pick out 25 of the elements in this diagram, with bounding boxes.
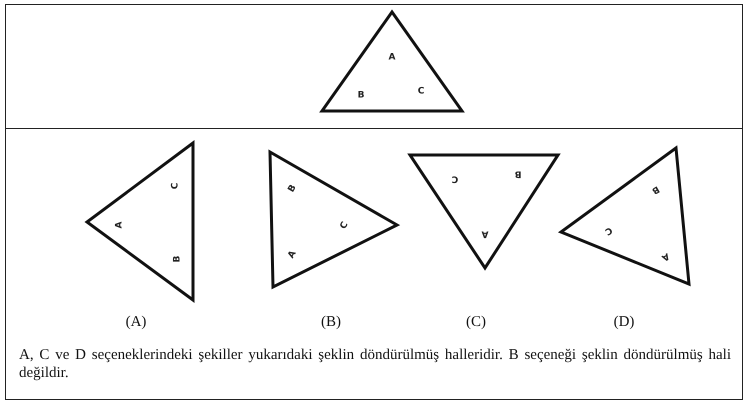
corner-letter: A xyxy=(388,54,396,62)
option-label: (C) xyxy=(466,314,486,331)
corner-letter: C xyxy=(602,224,614,236)
corner-letter: B xyxy=(514,168,522,178)
triangle-shape xyxy=(85,141,195,302)
option-label: (B) xyxy=(321,314,341,331)
corner-letter: C xyxy=(418,88,424,96)
corner-letter: A xyxy=(660,250,670,262)
corner-letter: C xyxy=(339,220,351,232)
corner-letter: A xyxy=(287,250,299,260)
corner-letter: C xyxy=(452,174,458,182)
corner-letter: A xyxy=(116,222,124,228)
triangle-shape xyxy=(320,10,464,113)
explanation-text: A, C ve D seçeneklerindeki şekiller yukarıdaki şeklin döndürülmüş halleridir. B seçeneği şeklin döndürülmüş hali değildir. xyxy=(19,346,731,382)
corner-letter: B xyxy=(174,256,182,262)
triangle-shape xyxy=(559,146,691,286)
corner-letter: B xyxy=(287,184,299,194)
corner-letter: C xyxy=(172,182,180,190)
corner-letter: B xyxy=(358,92,364,100)
triangle-shape xyxy=(268,150,399,289)
triangle-shape xyxy=(408,153,560,270)
option-label: (A) xyxy=(126,314,146,331)
corner-letter: B xyxy=(650,183,660,195)
corner-letter: A xyxy=(482,228,488,238)
option-label: (D) xyxy=(614,314,634,331)
